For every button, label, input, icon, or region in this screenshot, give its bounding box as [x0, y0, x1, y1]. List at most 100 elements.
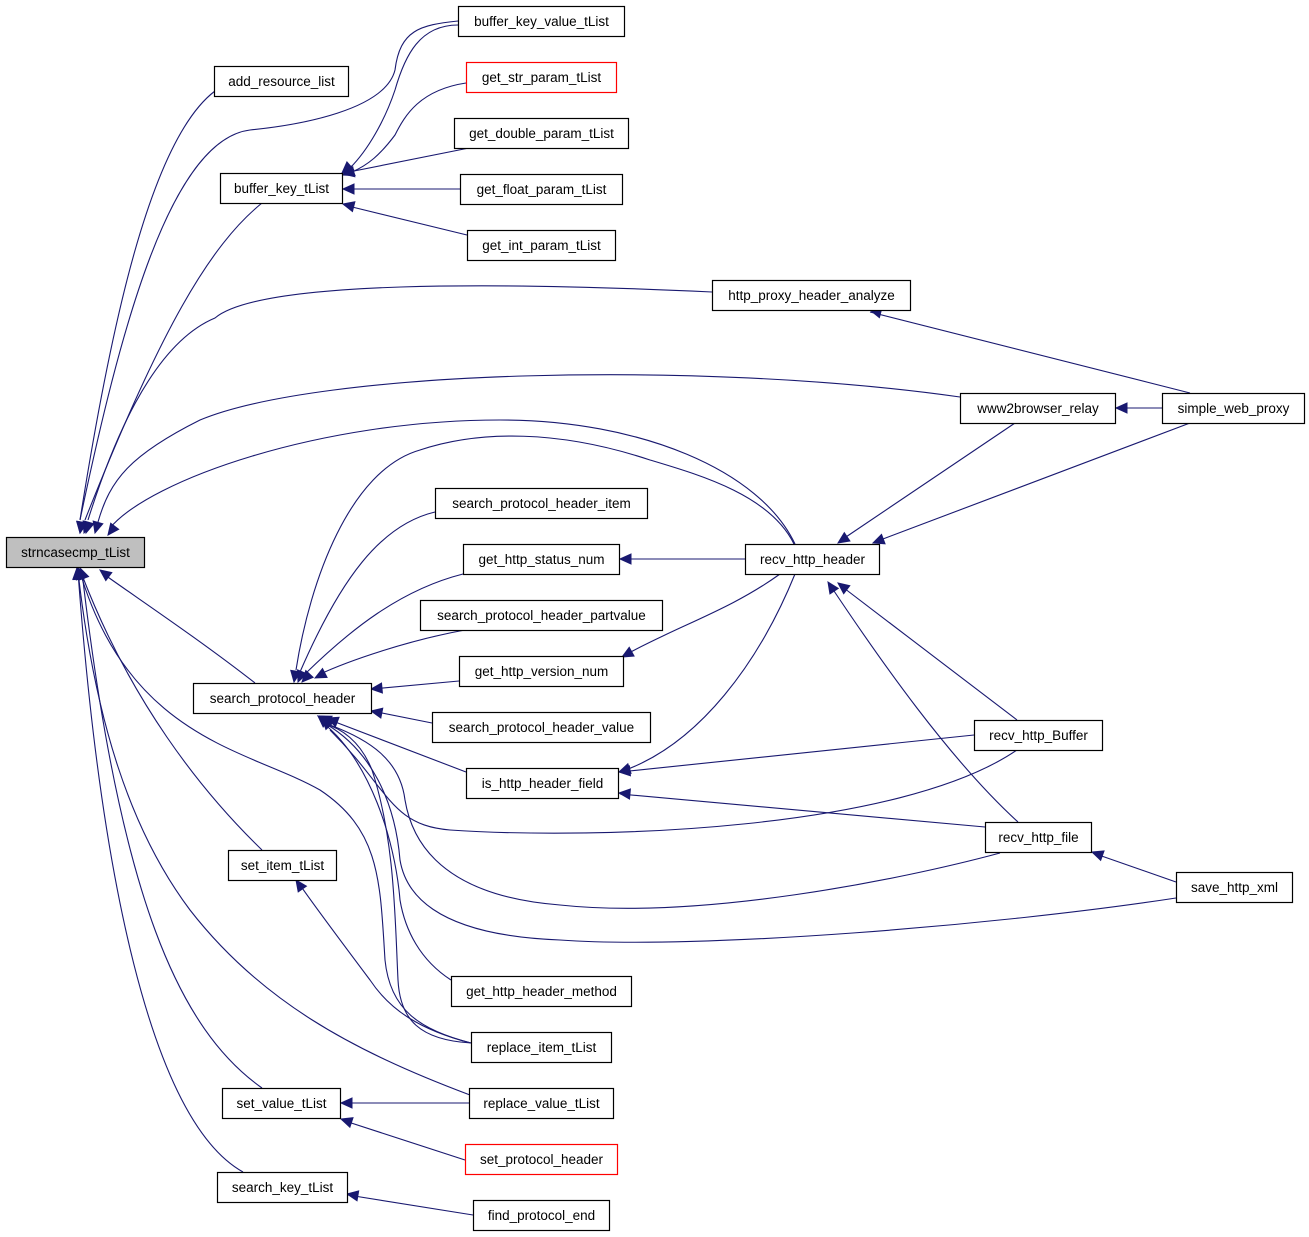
edge-line	[349, 24, 459, 169]
node-set-protocol-header[interactable]: set_protocol_header	[464, 1143, 619, 1176]
node-box[interactable]	[744, 543, 881, 576]
node-label: get_float_param_tList	[477, 182, 607, 197]
node-search-key-tList[interactable]: search_key_tList	[216, 1171, 349, 1204]
node-buffer-key-value-tList[interactable]: buffer_key_value_tList	[457, 5, 626, 38]
edge-arrowhead	[295, 879, 308, 893]
edge-line	[321, 721, 452, 981]
node-get-int-param-tList[interactable]: get_int_param_tList	[466, 229, 617, 262]
node-recv-http-Buffer[interactable]: recv_http_Buffer	[973, 719, 1104, 752]
edge-line	[77, 571, 471, 1096]
edge-arrowhead	[313, 667, 328, 679]
edge-arrowhead	[1114, 402, 1128, 414]
node-search-protocol-header-item[interactable]: search_protocol_header_item	[434, 487, 649, 520]
node-box[interactable]	[464, 1143, 619, 1176]
node-label: replace_item_tList	[487, 1040, 597, 1055]
node-box[interactable]	[468, 1087, 615, 1120]
node-buffer-key-tList[interactable]: buffer_key_tList	[219, 172, 344, 205]
node-is-http-header-field[interactable]: is_http_header_field	[465, 767, 620, 800]
node-box[interactable]	[219, 172, 344, 205]
edge-line	[317, 629, 466, 676]
node-box[interactable]	[213, 65, 350, 98]
edge-line	[329, 719, 467, 773]
edge-arrowhead	[345, 1190, 360, 1202]
node-get-float-param-tList[interactable]: get_float_param_tList	[459, 173, 624, 206]
node-box[interactable]	[973, 719, 1104, 752]
edge-replace_item_tList-to-set_item_tList	[295, 879, 472, 1044]
node-box[interactable]	[450, 975, 633, 1008]
node-label: search_protocol_header_value	[449, 720, 634, 735]
node-label: get_http_header_method	[466, 984, 617, 999]
node-search-protocol-header[interactable]: search_protocol_header	[192, 682, 373, 715]
node-box[interactable]	[453, 117, 630, 150]
edge-line	[81, 571, 263, 1089]
edge-find_protocol_end-to-search_key_tList	[345, 1190, 474, 1216]
node-search-protocol-header-value[interactable]: search_protocol_header_value	[431, 711, 652, 744]
node-recv-http-file[interactable]: recv_http_file	[984, 821, 1093, 854]
node-box[interactable]	[227, 849, 338, 882]
node-box[interactable]	[431, 711, 652, 744]
node-box[interactable]	[984, 821, 1093, 854]
node-search-protocol-header-partvalue[interactable]: search_protocol_header_partvalue	[419, 599, 664, 632]
node-box[interactable]	[5, 536, 146, 569]
node-set-item-tList[interactable]: set_item_tList	[227, 849, 338, 882]
node-label: http_proxy_header_analyze	[728, 288, 895, 303]
edge-buffer_key_tList-to-strncasecmp_tList	[82, 202, 263, 535]
edge-line	[297, 881, 472, 1044]
node-find-protocol-end[interactable]: find_protocol_end	[472, 1199, 611, 1232]
edge-arrowhead	[617, 788, 631, 800]
edge-line	[109, 419, 796, 545]
node-box[interactable]	[470, 1031, 613, 1064]
node-get-http-status-num[interactable]: get_http_status_num	[462, 543, 621, 576]
node-box[interactable]	[192, 682, 373, 715]
edge-recv_http_file-to-is_http_header_field	[617, 788, 986, 828]
node-get-http-header-method[interactable]: get_http_header_method	[450, 975, 633, 1008]
node-add-resource-list[interactable]: add_resource_list	[213, 65, 350, 98]
edge-buffer_key_value_tList-to-buffer_key_tList	[341, 24, 459, 174]
node-box[interactable]	[459, 173, 624, 206]
node-box[interactable]	[1175, 871, 1294, 904]
edge-replace_item_tList-to-search_protocol_header	[316, 715, 472, 1044]
edge-recv_http_file-to-search_protocol_header	[318, 715, 1001, 909]
node-box[interactable]	[465, 61, 618, 94]
node-label: search_protocol_header_item	[452, 496, 631, 511]
node-box[interactable]	[1161, 392, 1306, 425]
node-box[interactable]	[216, 1171, 349, 1204]
node-replace-value-tList[interactable]: replace_value_tList	[468, 1087, 615, 1120]
node-box[interactable]	[465, 767, 620, 800]
edge-line	[869, 311, 1191, 394]
node-box[interactable]	[959, 392, 1117, 425]
node-set-value-tList[interactable]: set_value_tList	[221, 1087, 342, 1120]
edge-line	[874, 422, 1191, 543]
node-get-str-param-tList[interactable]: get_str_param_tList	[465, 61, 618, 94]
node-get-double-param-tList[interactable]: get_double_param_tList	[453, 117, 630, 150]
edge-get_float_param_tList-to-buffer_key_tList	[341, 183, 460, 195]
node-box[interactable]	[434, 487, 649, 520]
node-box[interactable]	[458, 655, 625, 688]
node-get-http-version-num[interactable]: get_http_version_num	[458, 655, 625, 688]
node-www2browser-relay[interactable]: www2browser_relay	[959, 392, 1117, 425]
node-label: set_value_tList	[236, 1096, 326, 1111]
edge-arrowhead	[339, 1117, 354, 1129]
node-recv-http-header[interactable]: recv_http_header	[744, 543, 881, 576]
edges-layer	[72, 20, 1191, 1216]
edge-arrowhead	[341, 201, 356, 213]
node-box[interactable]	[472, 1199, 611, 1232]
node-label: www2browser_relay	[976, 401, 1099, 416]
node-label: strncasecmp_tList	[21, 545, 130, 560]
node-box[interactable]	[457, 5, 626, 38]
node-label: find_protocol_end	[488, 1208, 595, 1223]
node-save-http-xml[interactable]: save_http_xml	[1175, 871, 1294, 904]
node-replace-item-tList[interactable]: replace_item_tList	[470, 1031, 613, 1064]
node-box[interactable]	[462, 543, 621, 576]
edge-line	[299, 511, 436, 673]
node-box[interactable]	[419, 599, 664, 632]
node-http-proxy-header-analyze[interactable]: http_proxy_header_analyze	[711, 279, 912, 312]
edge-line	[619, 573, 796, 773]
edge-line	[829, 584, 1019, 823]
node-simple-web-proxy[interactable]: simple_web_proxy	[1161, 392, 1306, 425]
node-strncasecmp-tList[interactable]: strncasecmp_tList	[5, 536, 146, 569]
node-box[interactable]	[221, 1087, 342, 1120]
node-box[interactable]	[711, 279, 912, 312]
node-box[interactable]	[466, 229, 617, 262]
edge-recv_http_file-to-recv_http_header	[827, 580, 1019, 823]
